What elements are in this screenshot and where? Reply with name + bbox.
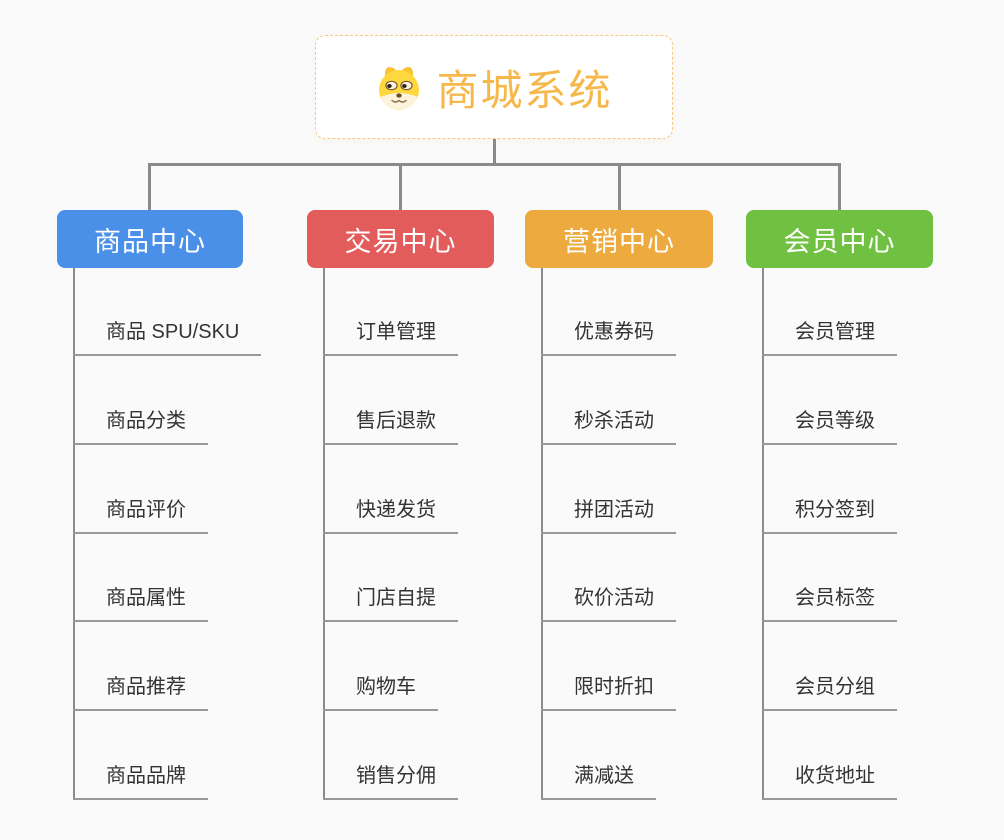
- branch-node-product-center[interactable]: 商品中心: [57, 210, 243, 268]
- column-connector-line: [762, 268, 764, 800]
- connector-drop-marketing: [618, 163, 621, 210]
- branch-node-member-center[interactable]: 会员中心: [746, 210, 933, 268]
- column-connector-line: [73, 268, 75, 800]
- branch-label: 交易中心: [344, 226, 457, 257]
- root-node[interactable]: 商城系统: [315, 35, 673, 139]
- leaf-node[interactable]: 秒杀活动: [541, 407, 676, 445]
- branch-node-trade-center[interactable]: 交易中心: [307, 210, 494, 268]
- leaf-node[interactable]: 售后退款: [323, 407, 458, 445]
- leaf-column-product: 商品 SPU/SKU 商品分类 商品评价 商品属性 商品推荐 商品品牌: [73, 268, 303, 808]
- leaf-node[interactable]: 拼团活动: [541, 496, 676, 534]
- connector-drop-product: [148, 163, 151, 210]
- leaf-node[interactable]: 销售分佣: [323, 762, 458, 800]
- connector-drop-member: [838, 163, 841, 210]
- leaf-node[interactable]: 会员管理: [762, 318, 897, 356]
- connector-drop-trade: [399, 163, 402, 210]
- leaf-node[interactable]: 购物车: [323, 673, 438, 711]
- branch-label: 会员中心: [783, 226, 896, 257]
- leaf-node[interactable]: 积分签到: [762, 496, 897, 534]
- doge-dog-icon: [379, 67, 420, 110]
- branch-connector-rail: [148, 163, 840, 166]
- branch-label: 商品中心: [94, 226, 206, 257]
- leaf-node[interactable]: 会员分组: [762, 673, 897, 711]
- leaf-node[interactable]: 限时折扣: [541, 673, 676, 711]
- leaf-node[interactable]: 商品推荐: [73, 673, 208, 711]
- leaf-node[interactable]: 满减送: [541, 762, 656, 800]
- leaf-node[interactable]: 收货地址: [762, 762, 897, 800]
- branch-node-marketing-center[interactable]: 营销中心: [525, 210, 713, 268]
- column-connector-line: [323, 268, 325, 800]
- leaf-node[interactable]: 快递发货: [323, 496, 458, 534]
- leaf-node[interactable]: 商品品牌: [73, 762, 208, 800]
- leaf-node[interactable]: 门店自提: [323, 584, 458, 622]
- leaf-node[interactable]: 商品属性: [73, 584, 208, 622]
- leaf-node[interactable]: 商品分类: [73, 407, 208, 445]
- leaf-node[interactable]: 会员标签: [762, 584, 897, 622]
- leaf-node[interactable]: 商品评价: [73, 496, 208, 534]
- branch-label: 营销中心: [563, 226, 675, 257]
- leaf-column-trade: 订单管理 售后退款 快递发货 门店自提 购物车 销售分佣: [323, 268, 553, 808]
- leaf-node[interactable]: 会员等级: [762, 407, 897, 445]
- leaf-node[interactable]: 订单管理: [323, 318, 458, 356]
- leaf-node[interactable]: 砍价活动: [541, 584, 676, 622]
- leaf-node[interactable]: 商品 SPU/SKU: [73, 318, 262, 356]
- leaf-column-marketing: 优惠券码 秒杀活动 拼团活动 砍价活动 限时折扣 满减送: [541, 268, 771, 808]
- root-title: 商城系统: [436, 66, 613, 114]
- column-connector-line: [541, 268, 543, 800]
- leaf-column-member: 会员管理 会员等级 积分签到 会员标签 会员分组 收货地址: [762, 268, 992, 808]
- leaf-node[interactable]: 优惠券码: [541, 318, 676, 356]
- root-connector-line: [493, 139, 496, 164]
